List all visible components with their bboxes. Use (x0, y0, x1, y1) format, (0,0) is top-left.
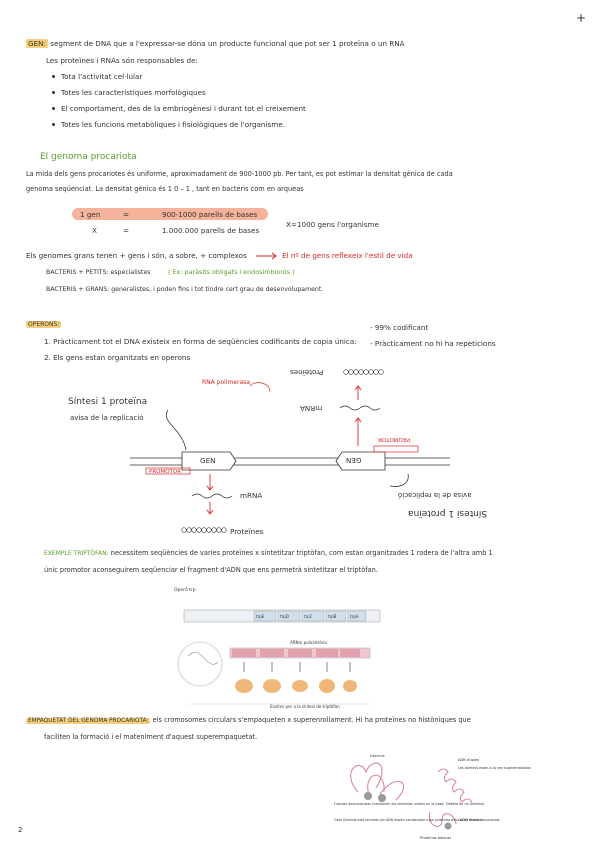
trp-gene-c: trpC (304, 614, 313, 619)
red-arrow (256, 252, 277, 260)
domain-label-duplex: ADN dúplex (458, 758, 480, 762)
empaquetament-text-2: faciliten la formació i el mateniment d'… (44, 733, 258, 741)
gen-bullet-2: Totes les característiques morfològiques (61, 88, 206, 97)
operons-note-2: - Pràcticament no hi ha repeticions (370, 339, 496, 348)
empaquetament-tag: EMPAQUETAT DEL GENOMA PROCARIOTA: (26, 718, 151, 724)
equation-highlight (72, 208, 268, 220)
promotor-right-label: PROMOTOR (378, 436, 411, 442)
trp-gene-e: trpE (256, 614, 265, 619)
trp-gene-a: trpA (350, 614, 359, 619)
empaquetament-line-1: EMPAQUETAT DEL GENOMA PROCARIOTA: els cr… (26, 716, 471, 726)
bullet-dot (52, 123, 55, 126)
trp-operon-label: Operó trp (174, 588, 196, 593)
bullet-dot (52, 75, 55, 78)
proteines-top-label: Proteïnes (290, 368, 324, 377)
domain-label-proteinas: Proteínas básicas (420, 836, 452, 840)
mrna-bottom-label: mRNA (240, 491, 263, 500)
rna-pol-label: RNA polimerasa (202, 379, 250, 386)
exemple-text-1: necessitem seqüències de varies proteïne… (110, 549, 493, 557)
trp-caption: Enzims per a la síntesi de triptòfan (270, 704, 340, 709)
domain-label-superenrollados: Les dominis estan a la vez superenrollad… (458, 766, 531, 770)
gen-bullet-4: Totes les funcions metabòliques i fisiol… (61, 120, 285, 129)
domain-label-duplex-2: ADN dúplex (460, 818, 482, 822)
gen-intro: Les proteïnes i RNAs són responsables de… (46, 56, 198, 65)
domain-label-dominis: Dominis (370, 754, 385, 758)
gen-definition-line: GEN: segment de DNA que a l'expressar-se… (26, 39, 405, 48)
complex-arrow-note: El nº de gens reflexeix l'estil de vida (282, 251, 413, 260)
exemple-line-1: EXEMPLE TRIPTÒFAN: necessitem seqüències… (44, 549, 493, 558)
genome-paragraph-2: genoma seqüenciat. La densitat gènica és… (26, 185, 304, 193)
operons-tag-line: OPERONS: (26, 319, 62, 329)
complex-line: Els genomes grans tenen + gens i són, a … (26, 251, 247, 260)
mrna-top-label: mRNA (300, 404, 323, 413)
operons-item-2: 2. Els gens estan organitzats en operons (44, 353, 191, 362)
empaquetament-text-1: els cromosomes circulars s'empaqueten x … (152, 716, 471, 724)
eq1-eq: = (123, 210, 130, 219)
bullet-dot (52, 91, 55, 94)
gen-left-label: GEN (200, 456, 216, 465)
eq2-left: X (92, 226, 97, 235)
operons-note-1: - 99% codificant (370, 323, 429, 332)
sintesi-right-label: Síntesi 1 proteïna (408, 508, 488, 518)
gen-right-label: GEN (346, 456, 362, 465)
gen-bullet-3: El comportament, des de la embriogènesi … (61, 104, 306, 113)
trp-mrna-label: ARNm policistrònic (290, 640, 328, 645)
proteines-bottom-label: Proteïnes (230, 527, 264, 536)
bacteris-grans: BACTERIS + GRANS: generalistes, i poden … (46, 286, 324, 293)
operon-diagram (130, 369, 450, 533)
avisa-right-label: avisa de la replicació (398, 491, 472, 499)
plus-mark: + (576, 11, 587, 25)
eq1-right: 900-1000 parells de bases (162, 210, 258, 219)
avisa-label: avisa de la replicació (70, 414, 144, 422)
bullet-dot (52, 107, 55, 110)
trp-gene-b: trpB (328, 614, 337, 619)
domain-label-detalle: Detalle de un Dominio (446, 802, 484, 806)
eq1-left: 1 gen (80, 210, 101, 219)
domain-label-cada: Cada Dominio está formado por ADN dúplex… (334, 818, 500, 822)
domain-label-fuerzas: Fuerzas desconocidas mantienen los domin… (334, 802, 444, 806)
exemple-tag: EXEMPLE TRIPTÒFAN: (44, 550, 109, 557)
sintesi-label: Síntesi 1 proteïna (68, 397, 148, 407)
trp-operon-figure (170, 584, 390, 712)
bacteris-petits: BACTERIS + PETITS: especialistes (46, 269, 151, 276)
exemple-text-2: únic promotor aconseguirem seqüenciar el… (44, 566, 378, 574)
page-number: 2 (18, 826, 23, 834)
operons-tag: OPERONS: (26, 321, 62, 328)
operons-item-1: 1. Pràcticament tot el DNA existeix en f… (44, 337, 357, 346)
domain-figure (350, 762, 473, 830)
gen-tag: GEN: (26, 39, 48, 48)
genome-paragraph-1: La mida dels gens procariotes és uniform… (26, 170, 453, 178)
bacteris-petits-note: ( Ex: paràsits obligats i endosimbionts … (168, 268, 295, 276)
promotor-left-label: PROMOTOR (149, 469, 182, 475)
gen-bullet-1: Tota l'activitat cel·lular (61, 72, 143, 81)
eq2-eq: = (123, 226, 130, 235)
eq-result: X=1000 gens l'organisme (286, 220, 379, 229)
genome-heading: El genoma procariota (40, 152, 137, 162)
trp-gene-d: trpD (280, 614, 289, 619)
eq2-right: 1.000.000 parells de bases (162, 226, 260, 235)
gen-definition: segment de DNA que a l'expressar-se dóna… (50, 39, 405, 48)
